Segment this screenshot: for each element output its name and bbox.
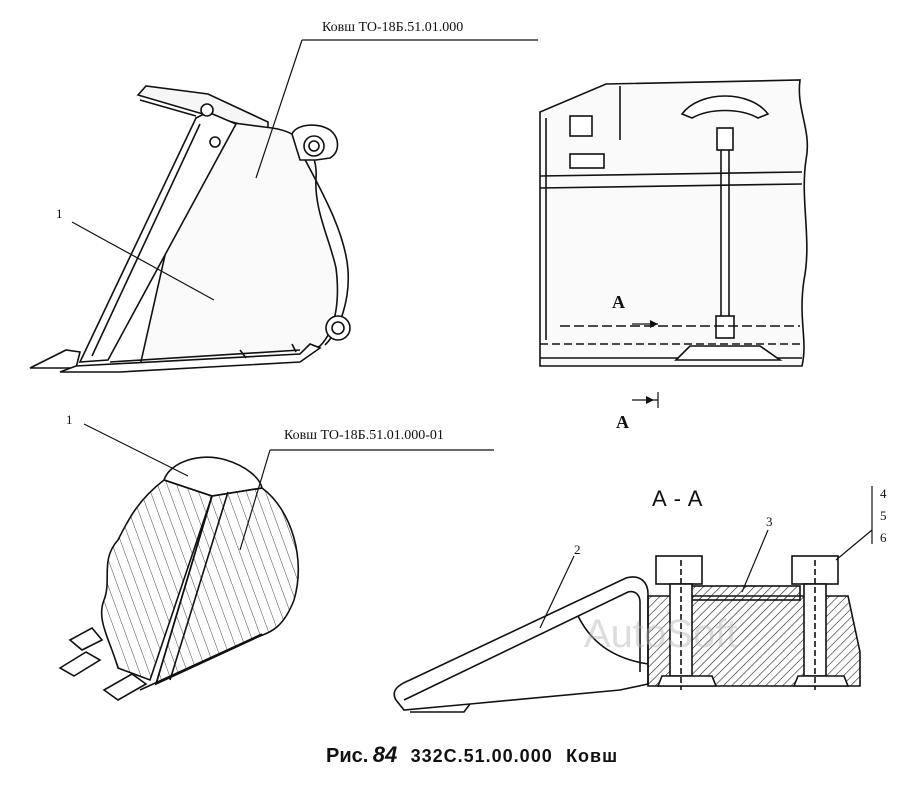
position-4: 4 [880,486,887,501]
section-arrow-upper-label: A [612,292,625,312]
position-3: 3 [766,514,773,529]
bucket-bottom-label: Ковш ТО-18Б.51.01.000-01 [284,428,444,443]
section-arrow-lower-label: A [616,412,629,432]
watermark: AutoSoft [584,612,738,656]
figure-caption: Рис. 84 332С.51.00.000 Ковш [326,742,618,768]
section-a-a [393,555,861,713]
position-1-top: 1 [56,206,63,221]
position-6: 6 [880,530,887,545]
section-arrow-upper-head [650,320,658,328]
section-arrow-lower-head [646,396,654,404]
caption-name: Ковш [566,746,619,766]
position-1-bottom: 1 [66,412,73,427]
caption-fig-word: Рис. [326,745,369,767]
caption-fig-number: 84 [372,742,398,767]
section-title: A - A [652,486,704,511]
bucket-front-view [539,79,809,367]
bucket-top-label: Ковш ТО-18Б.51.01.000 [322,20,464,35]
position-2: 2 [574,542,581,557]
caption-code: 332С.51.00.000 [410,746,553,766]
bucket-perspective-view [58,456,300,701]
position-5: 5 [880,508,887,523]
bucket-side-view [29,85,351,373]
